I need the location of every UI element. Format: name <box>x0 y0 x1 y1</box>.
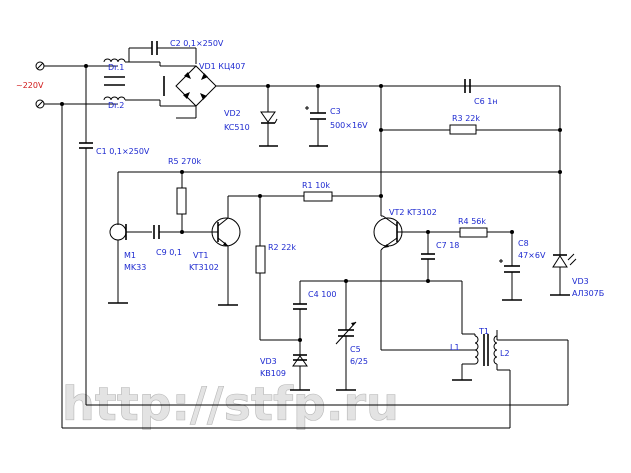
label-c5: C5 <box>350 345 361 354</box>
label-dr1: Dr.1 <box>108 63 124 72</box>
label-c7: C7 18 <box>436 241 459 250</box>
label-r1: R1 10k <box>302 181 330 190</box>
label-c3: C3 <box>330 107 341 116</box>
label-vt1-type: KT3102 <box>189 263 219 272</box>
labels: ~220V Dr.1 Dr.2 C2 0,1×250V VD1 КЦ407 C1… <box>16 39 604 378</box>
resistor-r5 <box>176 172 187 232</box>
capacitor-c7 <box>421 232 435 283</box>
label-vt1: VT1 <box>193 251 208 260</box>
transistor-vt1 <box>211 194 304 306</box>
microphone-m1 <box>108 223 152 304</box>
capacitor-c4 <box>293 281 307 355</box>
capacitor-c1 <box>79 66 93 405</box>
label-r4: R4 56k <box>458 217 486 226</box>
label-l1: L1 <box>450 343 460 352</box>
label-r3: R3 22k <box>452 114 480 123</box>
output-loops <box>61 104 569 429</box>
choke-dr1-dr2 <box>103 58 160 101</box>
resistor-r1 <box>303 191 383 202</box>
label-c4: C4 100 <box>308 290 337 299</box>
label-c8-value: 47×6V <box>518 251 546 260</box>
label-m1: M1 <box>124 251 136 260</box>
label-vd1: VD1 КЦ407 <box>199 62 245 71</box>
label-vd3-led: VD3 <box>572 277 589 286</box>
label-l2: L2 <box>500 349 510 358</box>
resistor-r2 <box>255 196 300 341</box>
label-t1: T1 <box>478 327 489 336</box>
label-c5-value: 6/25 <box>350 357 368 366</box>
resistor-r4 <box>410 227 514 238</box>
varicap-vd3 <box>290 354 310 391</box>
power-input <box>35 61 118 109</box>
label-vd3-varicap-type: KB109 <box>260 369 286 378</box>
label-vt2: VT2 KT3102 <box>389 208 437 217</box>
label-vd3-led-type: АЛ307Б <box>572 289 604 298</box>
label-c6: C6 1н <box>474 97 498 106</box>
capacitor-c8 <box>499 232 522 301</box>
label-c3-value: 500×16V <box>330 121 368 130</box>
label-c9: C9 0,1 <box>156 248 182 257</box>
capacitor-c9 <box>153 225 215 239</box>
led-vd3 <box>550 253 577 296</box>
label-vd2-type: KC510 <box>224 123 250 132</box>
label-c8: C8 <box>518 239 529 248</box>
watermark: http://stfp.ru <box>62 377 399 431</box>
bridge-rectifier-vd1 <box>159 62 560 119</box>
label-r2: R2 22k <box>268 243 296 252</box>
label-c2: C2 0,1×250V <box>170 39 224 48</box>
transformer-t1 <box>381 330 511 428</box>
supply-rail <box>117 170 562 225</box>
label-c1: C1 0,1×250V <box>96 147 150 156</box>
capacitor-c3 <box>305 84 328 147</box>
capacitor-c5 <box>335 281 357 391</box>
label-r5: R5 270k <box>168 157 201 166</box>
label-vd2: VD2 <box>224 109 241 118</box>
supply-label: ~220V <box>16 81 44 90</box>
capacitor-c2 <box>128 41 197 64</box>
label-m1-type: MK33 <box>124 263 146 272</box>
resistor-r3 <box>379 84 562 196</box>
label-vd3-varicap: VD3 <box>260 357 277 366</box>
zener-vd2 <box>259 84 278 147</box>
label-dr2: Dr.2 <box>108 101 124 110</box>
